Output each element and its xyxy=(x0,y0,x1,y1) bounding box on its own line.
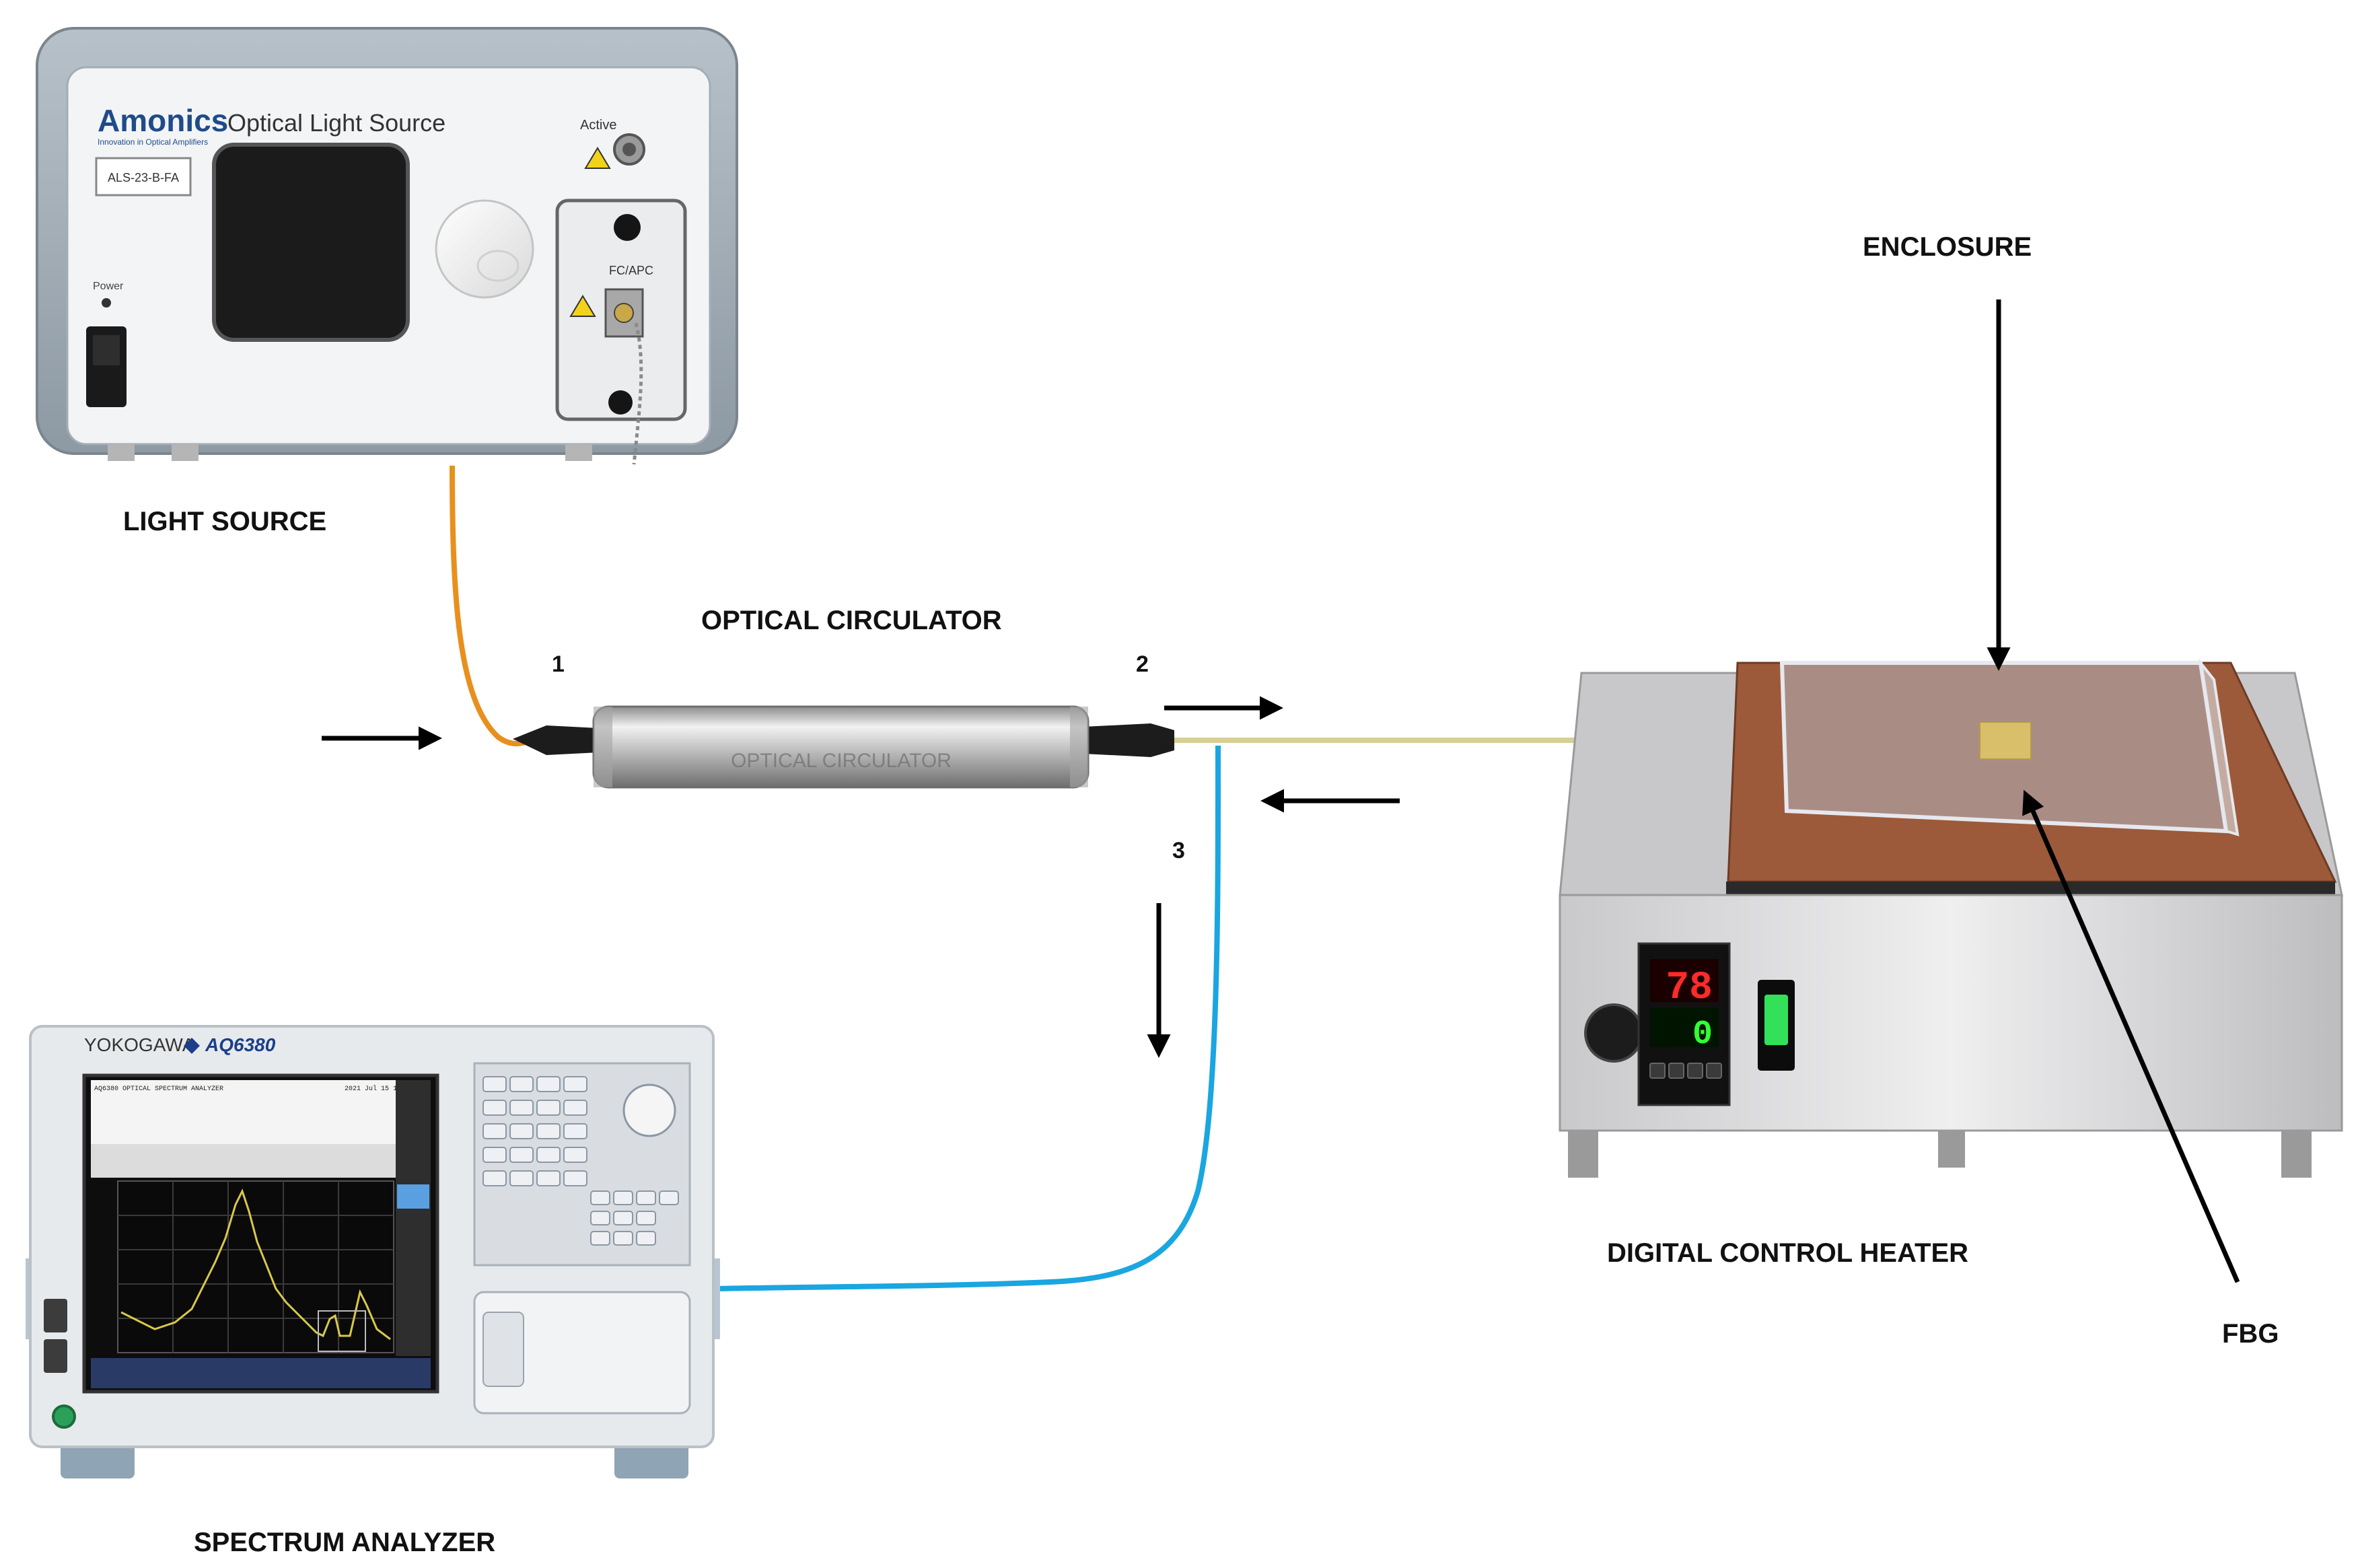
ls-dust-cap-icon xyxy=(608,390,633,415)
analyzer-drive-bay xyxy=(473,1291,691,1415)
ls-port-cap-icon xyxy=(614,214,641,241)
ls-connector-label: FC/APC xyxy=(609,264,653,277)
heater-display-top: 78 xyxy=(1666,966,1713,1010)
ls-display xyxy=(212,143,410,342)
heater-display-bottom: 0 xyxy=(1692,1015,1713,1054)
connector-warning-icon xyxy=(569,295,596,317)
label-port-1: 1 xyxy=(552,651,565,677)
ls-brand: Amonics xyxy=(98,103,228,138)
optical-circulator-device: OPTICAL CIRCULATOR xyxy=(513,705,1174,789)
analyzer-plot-area xyxy=(117,1180,394,1353)
connector-chain xyxy=(632,322,643,465)
laser-warning-icon xyxy=(584,147,611,169)
analyzer-brand: YOKOGAWA xyxy=(84,1034,195,1055)
yokogawa-diamond-icon xyxy=(184,1038,200,1054)
label-light-source: LIGHT SOURCE xyxy=(123,507,326,536)
heater-device: 78 0 xyxy=(1559,657,2343,1178)
circulator-engraving: OPTICAL CIRCULATOR xyxy=(731,750,952,772)
ls-active-label: Active xyxy=(580,118,616,133)
ls-title: Optical Light Source xyxy=(227,109,445,137)
ls-model-plate xyxy=(95,157,192,197)
ls-knob xyxy=(435,199,534,299)
heater-power-knob xyxy=(1584,1003,1643,1063)
circulator-body xyxy=(592,705,1089,789)
label-enclosure: ENCLOSURE xyxy=(1863,232,2032,262)
analyzer-screen-title: AQ6380 OPTICAL SPECTRUM ANALYZER xyxy=(94,1085,223,1093)
label-port-2: 2 xyxy=(1136,651,1149,677)
analyzer-power-button xyxy=(52,1404,76,1429)
spectrum-analyzer-device: YOKOGAWA AQ6380 AQ6380 OPTICAL SPECTRUM … xyxy=(26,1025,720,1478)
arrows xyxy=(322,299,2240,1283)
label-optical-circulator: OPTICAL CIRCULATOR xyxy=(701,606,1002,635)
label-port-3: 3 xyxy=(1172,838,1185,863)
arrow-fbg-pointer xyxy=(2022,789,2240,1283)
circulator-boot-right xyxy=(1083,723,1174,757)
light-source-device: Amonics Innovation in Optical Amplifiers… xyxy=(36,27,738,465)
label-fbg: FBG xyxy=(2222,1319,2279,1349)
label-spectrum-analyzer: SPECTRUM ANALYZER xyxy=(194,1528,495,1557)
label-digital-control-heater: DIGITAL CONTROL HEATER xyxy=(1607,1238,1968,1268)
enclosure-side xyxy=(2198,657,2240,836)
analyzer-rotary-knob xyxy=(622,1083,676,1137)
fiber-output-blue xyxy=(714,745,1221,1291)
analyzer-model: AQ6380 xyxy=(205,1034,276,1055)
analyzer-spectrum-trace xyxy=(120,1188,391,1341)
ls-tagline: Innovation in Optical Amplifiers xyxy=(98,137,208,147)
fbg-grating xyxy=(1979,721,2032,760)
ls-power-label: Power xyxy=(93,281,124,292)
ls-model: ALS-23-B-FA xyxy=(108,171,179,184)
fiber-input-orange xyxy=(450,465,533,746)
circulator-boot-left xyxy=(513,725,599,755)
ls-power-led xyxy=(102,298,111,308)
